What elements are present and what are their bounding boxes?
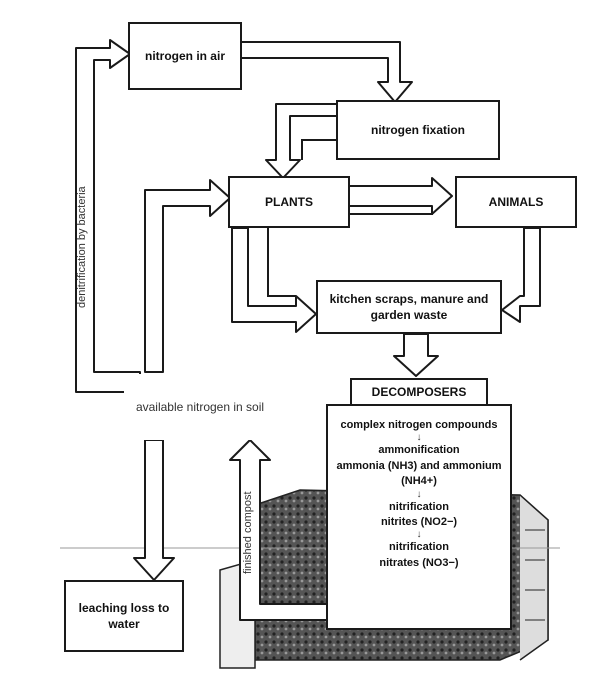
denitrification-arrow <box>75 39 141 393</box>
decomposers-label: DECOMPOSERS <box>371 384 467 399</box>
animals-label: ANIMALS <box>488 194 544 209</box>
down-arrow-icon: ↓ <box>416 432 422 444</box>
leaching-label: leaching loss to water <box>78 600 170 631</box>
finished-compost-arrow <box>229 439 331 621</box>
decomposers-header-box: DECOMPOSERS <box>350 378 488 406</box>
nitrogen-fixation-box: nitrogen fixation <box>336 100 500 160</box>
plants-label: PLANTS <box>265 194 313 209</box>
step-nitrites: nitrites (NO2−) <box>380 515 458 528</box>
step-ammonification: ammonification <box>378 444 460 457</box>
animals-to-waste-arrow <box>501 227 541 323</box>
animals-box: ANIMALS <box>455 176 577 228</box>
step-ammonia-ammonium: ammonia (NH3) and ammonium (NH4+) <box>336 459 502 488</box>
soil-to-leaching-arrow <box>133 439 175 581</box>
plants-to-animals-arrow <box>347 177 453 215</box>
soil-to-plants-arrow <box>144 179 231 373</box>
available-nitrogen-label: available nitrogen in soil <box>135 399 265 414</box>
decomposer-steps: complex nitrogen compounds ↓ ammonificat… <box>330 404 508 571</box>
waste-label: kitchen scraps, manure and garden waste <box>329 291 489 322</box>
waste-box: kitchen scraps, manure and garden waste <box>316 280 502 334</box>
fixation-to-plants-arrow <box>265 103 339 179</box>
available-nitrogen-box: available nitrogen in soil <box>124 374 276 440</box>
down-arrow-icon: ↓ <box>416 529 422 541</box>
step-nitrates: nitrates (NO3−) <box>379 556 459 569</box>
step-nitrification-1: nitrification <box>389 500 449 513</box>
nitrogen-in-air-box: nitrogen in air <box>128 22 242 90</box>
plants-to-waste-arrow <box>231 227 317 333</box>
step-nitrification-2: nitrification <box>389 541 449 554</box>
denitrification-label: denitrification by bacteria <box>76 186 88 308</box>
decomposers-process-box <box>326 404 512 630</box>
nitrogen-in-air-label: nitrogen in air <box>144 48 225 63</box>
air-to-fixation-arrow <box>239 41 413 103</box>
step-complex-compounds: complex nitrogen compounds <box>340 419 498 431</box>
down-arrow-icon: ↓ <box>416 488 422 500</box>
leaching-box: leaching loss to water <box>64 580 184 652</box>
finished-compost-label: finished compost <box>242 491 254 574</box>
nitrogen-fixation-label: nitrogen fixation <box>371 122 465 137</box>
waste-to-decomposers-arrow <box>393 333 439 377</box>
plants-box: PLANTS <box>228 176 350 228</box>
